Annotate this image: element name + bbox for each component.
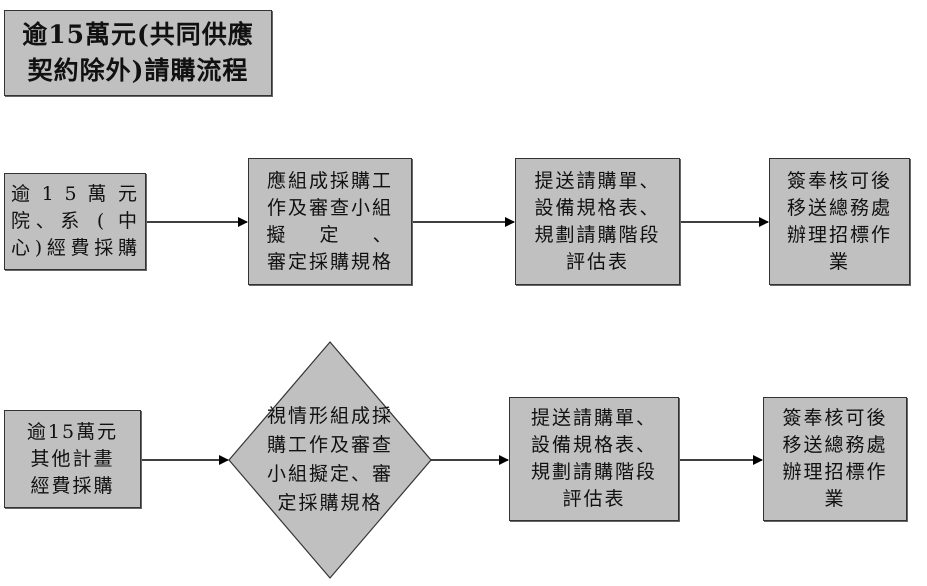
row2-step2-line: 視情形組成採 xyxy=(266,405,393,427)
row2-step1-line: 逾15萬元 xyxy=(26,420,119,443)
row2-step4-line: 業 xyxy=(824,488,846,510)
decision-diamond xyxy=(228,341,432,579)
row2-step3-box: 提送請購單、 設備規格表、 規劃請購階段 評估表 xyxy=(509,397,679,521)
row1-step4-line: 移送總務處 xyxy=(786,196,892,219)
row2-step4-line: 移送總務處 xyxy=(782,434,888,456)
row2-step1-line: 其他計畫 xyxy=(30,447,115,470)
row2-step1-line: 經費採購 xyxy=(30,474,115,497)
row2-step2-line: 定採購規格 xyxy=(277,492,383,514)
row1-step2-line: 擬 定 、 xyxy=(266,223,394,246)
row1-step1-line: 逾 1 5 萬 元 xyxy=(11,183,139,205)
row2-step4-line: 簽奉核可後 xyxy=(782,407,888,429)
row1-step1-line: 心)經費採購 xyxy=(11,237,139,259)
decision-diamond-text: 視情形組成採 購工作及審查 小組擬定、審 定採購規格 xyxy=(240,400,420,520)
row1-step3-line: 設備規格表、 xyxy=(534,196,661,219)
row1-step4-line: 辦理招標作 xyxy=(786,223,892,246)
title-line-1: 逾15萬元(共同供應 xyxy=(22,20,254,49)
title-line-2: 契約除外)請購流程 xyxy=(27,56,249,85)
row1-step2-box: 應組成採購工 作及審查小組 擬 定 、 審定採購規格 xyxy=(248,158,412,285)
row1-step3-line: 提送請購單、 xyxy=(534,169,661,192)
row1-step3-line: 評估表 xyxy=(565,250,629,273)
row2-step2-line: 購工作及審查 xyxy=(266,434,393,456)
row2-step4-box: 簽奉核可後 移送總務處 辦理招標作 業 xyxy=(763,397,907,521)
row2-step2-line: 小組擬定、審 xyxy=(266,463,393,485)
row2-step3-line: 設備規格表、 xyxy=(530,434,657,456)
row2-step3-line: 規劃請購階段 xyxy=(530,461,657,483)
row1-step1-line: 院、系 ( 中 xyxy=(11,210,139,232)
row2-step3-line: 提送請購單、 xyxy=(530,407,657,429)
row2-step1-box: 逾15萬元 其他計畫 經費採購 xyxy=(4,410,141,508)
row1-step4-line: 業 xyxy=(828,250,850,273)
row1-step2-line: 應組成採購工 xyxy=(266,169,393,192)
row1-step3-line: 規劃請購階段 xyxy=(534,223,661,246)
row1-step2-line: 作及審查小組 xyxy=(266,196,393,219)
row1-step4-line: 簽奉核可後 xyxy=(786,169,892,192)
row1-step2-line: 審定採購規格 xyxy=(266,250,393,273)
row2-step3-line: 評估表 xyxy=(562,488,626,510)
row1-step4-box: 簽奉核可後 移送總務處 辦理招標作 業 xyxy=(769,158,910,285)
row1-step3-box: 提送請購單、 設備規格表、 規劃請購階段 評估表 xyxy=(515,158,680,285)
flowchart-title-box: 逾15萬元(共同供應 契約除外)請購流程 xyxy=(4,10,272,96)
row2-step4-line: 辦理招標作 xyxy=(782,461,888,483)
row1-step1-box: 逾 1 5 萬 元 院、系 ( 中 心)經費採購 xyxy=(4,173,146,270)
